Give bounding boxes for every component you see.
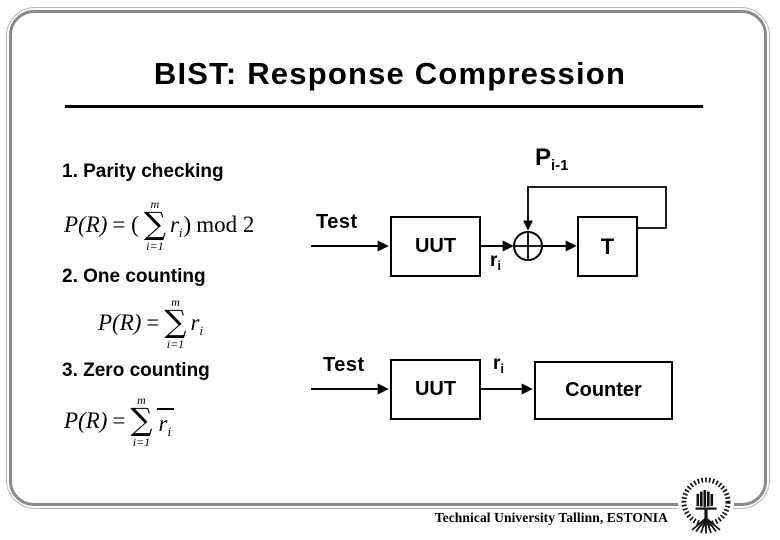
- p-label-subscript: i-1: [551, 157, 569, 174]
- formula-close-paren: ): [183, 212, 192, 237]
- p-label-text: P: [535, 144, 552, 171]
- heading-one-counting: 2. One counting: [62, 266, 206, 287]
- sigma-symbol: ∑: [164, 304, 187, 341]
- counter-label: Counter: [565, 379, 642, 401]
- uut-box-counting: UUT: [390, 359, 481, 420]
- heading-parity-checking: 1. Parity checking: [62, 161, 224, 182]
- formula-parity: P(R) = ( m ∑ i=1 ri ) mod 2: [64, 198, 254, 252]
- summation: m ∑ i=1: [164, 296, 186, 349]
- sum-upper-limit: m: [150, 197, 160, 212]
- sigma-symbol: ∑: [130, 402, 153, 439]
- summand-sub: i: [199, 323, 204, 338]
- footer-text: Technical University Tallinn, ESTONIA: [434, 510, 668, 525]
- p-previous-label: Pi-1: [535, 144, 569, 174]
- uut-box-parity: UUT: [390, 216, 481, 277]
- summand-var: r: [158, 411, 168, 436]
- formula-lhs: P(R): [64, 408, 108, 433]
- sum-upper-limit: m: [171, 295, 180, 310]
- formula-relation: =: [112, 408, 126, 433]
- slide-frame-outer: [6, 7, 770, 509]
- counter-box: Counter: [534, 361, 673, 420]
- uut-label: UUT: [414, 235, 457, 257]
- formula-lhs: P(R): [98, 310, 142, 335]
- t-label: T: [600, 233, 615, 259]
- sum-upper-limit: m: [137, 393, 146, 408]
- summand-sub: i: [167, 424, 172, 439]
- t-flipflop-box: T: [577, 216, 638, 277]
- summand-var: r: [190, 310, 200, 335]
- heading-zero-counting: 3. Zero counting: [62, 360, 210, 381]
- response-bit-label-counting: ri: [493, 353, 504, 375]
- summand: ri: [190, 310, 204, 338]
- logo-fan-icon: [691, 517, 721, 534]
- university-logo: [678, 474, 734, 534]
- uut-label: UUT: [414, 378, 457, 400]
- summation: m ∑ i=1: [130, 394, 152, 447]
- logo-column-icon: [695, 490, 717, 519]
- sum-lower-limit: i=1: [146, 238, 164, 253]
- r-label-text: r: [490, 250, 498, 271]
- summand-negated: ri: [156, 408, 175, 439]
- summation: m ∑ i=1: [144, 198, 166, 251]
- formula-relation: =: [146, 310, 160, 335]
- formula-lhs: P(R): [64, 212, 108, 237]
- summand-var: r: [169, 212, 179, 237]
- summand: ri: [169, 212, 183, 240]
- page-title: BIST: Response Compression: [153, 56, 627, 91]
- formula-one-counting: P(R) = m ∑ i=1 ri: [98, 296, 203, 350]
- slide-frame: [9, 10, 767, 506]
- summand-sub: i: [178, 225, 183, 240]
- sum-lower-limit: i=1: [132, 434, 151, 449]
- title-underline: [65, 105, 703, 108]
- sum-lower-limit: i=1: [166, 336, 185, 351]
- r-label-subscript: i: [497, 258, 502, 273]
- response-bit-label-parity: ri: [490, 250, 501, 272]
- test-label-parity: Test: [316, 211, 358, 233]
- r-label-text: r: [493, 353, 501, 374]
- r-label-subscript: i: [500, 361, 505, 376]
- test-label-counting: Test: [323, 354, 365, 376]
- formula-zero-counting: P(R) = m ∑ i=1 ri: [64, 394, 175, 448]
- formula-relation: = (: [112, 212, 139, 237]
- formula-mod: mod 2: [196, 212, 255, 237]
- sigma-symbol: ∑: [143, 206, 166, 243]
